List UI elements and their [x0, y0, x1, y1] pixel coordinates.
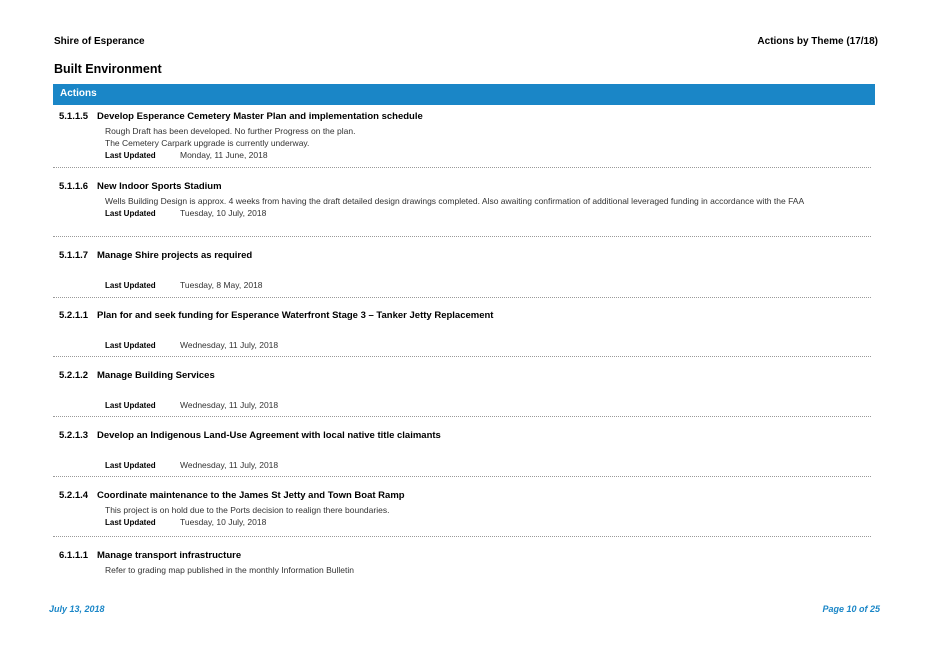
action-title-row: 5.2.1.2 Manage Building Services	[59, 370, 871, 381]
action-title: Plan for and seek funding for Esperance …	[97, 310, 494, 321]
action-entry: 5.2.1.4 Coordinate maintenance to the Jam…	[53, 490, 871, 528]
last-updated-row: Last Updated Wednesday, 11 July, 2018	[105, 399, 871, 411]
last-updated-label: Last Updated	[105, 151, 156, 160]
last-updated-label: Last Updated	[105, 341, 156, 350]
action-entry: 6.1.1.1 Manage transport infrastructure R…	[53, 550, 871, 576]
action-code: 5.2.1.2	[59, 370, 89, 381]
footer-page-number: Page 10 of 25	[822, 604, 880, 614]
description-line: Refer to grading map published in the mo…	[105, 565, 355, 575]
action-title-row: 6.1.1.1 Manage transport infrastructure	[59, 550, 871, 561]
description-line: Wells Building Design is approx. 4 weeks…	[105, 196, 805, 206]
action-code: 5.2.1.1	[59, 310, 89, 321]
action-entry: 5.1.1.5 Develop Esperance Cemetery Master…	[53, 111, 871, 161]
action-description	[105, 324, 805, 339]
action-entry: 5.2.1.1 Plan for and seek funding for Esp…	[53, 310, 871, 351]
action-title-row: 5.2.1.4 Coordinate maintenance to the Jam…	[59, 490, 871, 501]
action-code: 5.1.1.7	[59, 250, 89, 261]
entry-divider	[53, 167, 871, 168]
action-description: This project is on hold due to the Ports…	[105, 504, 805, 516]
section-title: Built Environment	[54, 62, 162, 76]
last-updated-row: Last Updated Tuesday, 10 July, 2018	[105, 516, 871, 528]
action-description	[105, 444, 805, 459]
action-description	[105, 384, 805, 399]
entry-divider	[53, 416, 871, 417]
action-description: Rough Draft has been developed. No furth…	[105, 125, 805, 149]
last-updated-row: Last Updated Tuesday, 10 July, 2018	[105, 207, 871, 219]
action-code: 5.1.1.5	[59, 111, 89, 122]
last-updated-value: Wednesday, 11 July, 2018	[180, 400, 279, 410]
action-title-row: 5.2.1.1 Plan for and seek funding for Esp…	[59, 310, 871, 321]
last-updated-value: Wednesday, 11 July, 2018	[180, 340, 279, 350]
last-updated-value: Wednesday, 11 July, 2018	[180, 460, 279, 470]
last-updated-label: Last Updated	[105, 401, 156, 410]
entry-divider	[53, 236, 871, 237]
action-entry: 5.2.1.2 Manage Building Services Last Upd…	[53, 370, 871, 411]
action-title: Coordinate maintenance to the James St J…	[97, 490, 405, 501]
last-updated-row: Last Updated Monday, 11 June, 2018	[105, 149, 871, 161]
action-entry: 5.1.1.6 New Indoor Sports Stadium Wells B…	[53, 181, 871, 219]
last-updated-value: Tuesday, 10 July, 2018	[180, 208, 267, 218]
action-code: 6.1.1.1	[59, 550, 89, 561]
action-title: Develop an Indigenous Land-Use Agreement…	[97, 430, 441, 441]
last-updated-value: Monday, 11 June, 2018	[180, 150, 268, 160]
report-title: Actions by Theme (17/18)	[757, 36, 878, 47]
entry-divider	[53, 356, 871, 357]
last-updated-row: Last Updated Wednesday, 11 July, 2018	[105, 339, 871, 351]
action-code: 5.1.1.6	[59, 181, 89, 192]
entry-divider	[53, 297, 871, 298]
action-title: Manage Shire projects as required	[97, 250, 253, 261]
description-line: The Cemetery Carpark upgrade is currentl…	[105, 138, 310, 148]
action-entry: 5.2.1.3 Develop an Indigenous Land-Use Ag…	[53, 430, 871, 471]
last-updated-row: Last Updated Wednesday, 11 July, 2018	[105, 459, 871, 471]
action-title-row: 5.1.1.5 Develop Esperance Cemetery Master…	[59, 111, 871, 122]
last-updated-label: Last Updated	[105, 281, 156, 290]
entry-divider	[53, 476, 871, 477]
action-entry: 5.1.1.7 Manage Shire projects as required…	[53, 250, 871, 291]
description-line: Rough Draft has been developed. No furth…	[105, 126, 356, 136]
actions-heading-bar: Actions	[53, 84, 875, 105]
action-title-row: 5.1.1.7 Manage Shire projects as required	[59, 250, 871, 261]
actions-heading: Actions	[60, 88, 97, 99]
last-updated-value: Tuesday, 10 July, 2018	[180, 517, 267, 527]
entry-divider	[53, 536, 871, 537]
action-code: 5.2.1.4	[59, 490, 89, 501]
last-updated-label: Last Updated	[105, 461, 156, 470]
organisation-name: Shire of Esperance	[54, 36, 145, 47]
footer-date: July 13, 2018	[49, 604, 105, 614]
last-updated-label: Last Updated	[105, 518, 156, 527]
action-code: 5.2.1.3	[59, 430, 89, 441]
last-updated-label: Last Updated	[105, 209, 156, 218]
action-title: Develop Esperance Cemetery Master Plan a…	[97, 111, 423, 122]
action-description: Refer to grading map published in the mo…	[105, 564, 805, 576]
action-description: Wells Building Design is approx. 4 weeks…	[105, 195, 805, 207]
action-title: Manage Building Services	[97, 370, 215, 381]
action-title-row: 5.1.1.6 New Indoor Sports Stadium	[59, 181, 871, 192]
description-line: This project is on hold due to the Ports…	[105, 505, 390, 515]
action-title: New Indoor Sports Stadium	[97, 181, 222, 192]
action-description	[105, 264, 805, 279]
action-title: Manage transport infrastructure	[97, 550, 242, 561]
action-title-row: 5.2.1.3 Develop an Indigenous Land-Use Ag…	[59, 430, 871, 441]
last-updated-row: Last Updated Tuesday, 8 May, 2018	[105, 279, 871, 291]
last-updated-value: Tuesday, 8 May, 2018	[180, 280, 263, 290]
